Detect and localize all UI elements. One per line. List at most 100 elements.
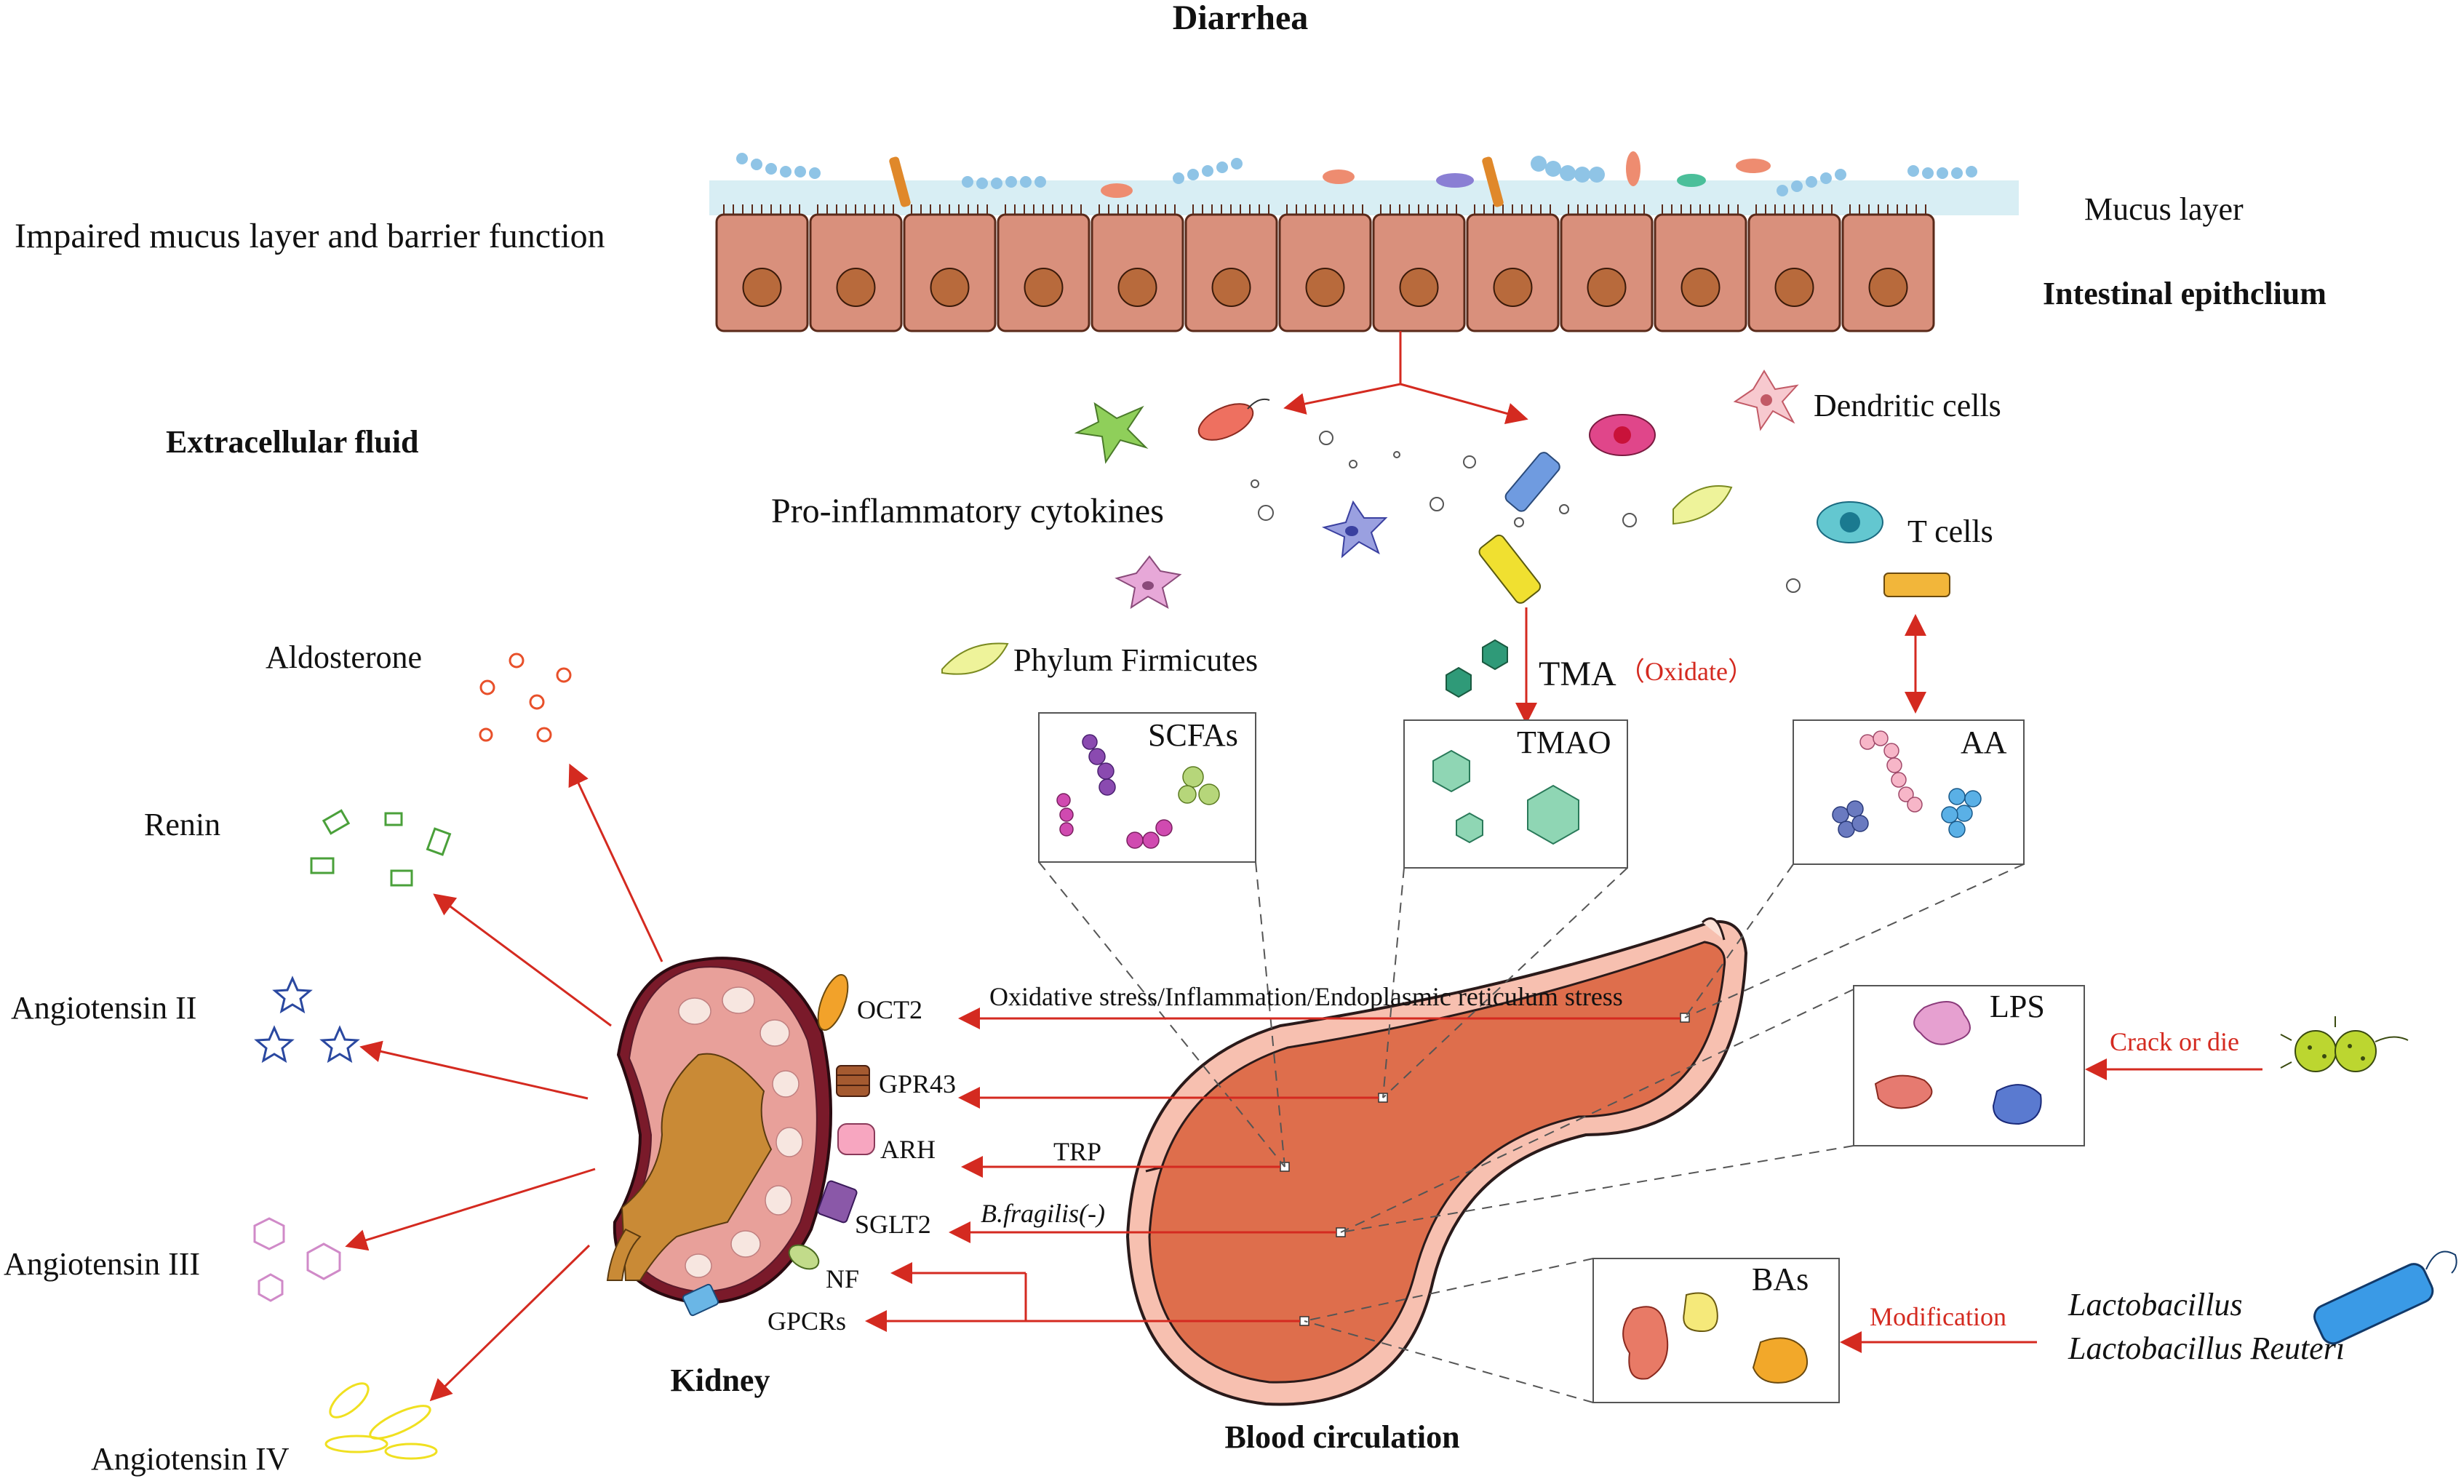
modification-label: Modification: [1870, 1302, 2006, 1331]
aa-label: AA: [1961, 725, 2007, 760]
diagram-title: Diarrhea: [1173, 0, 1309, 37]
kidney-label: Kidney: [671, 1363, 770, 1398]
extracellular-label: Extracellular fluid: [166, 424, 419, 460]
cell-nucleus: [1493, 268, 1533, 307]
bfragilis-label: B.fragilis(-): [981, 1199, 1105, 1228]
firmicutes-label: Phylum Firmicutes: [1013, 642, 1258, 678]
renin-label: Renin: [144, 807, 220, 842]
lps-label: LPS: [1990, 989, 2045, 1024]
cell-nucleus: [1305, 268, 1345, 307]
receptor-label-gpcrs: GPCRs: [767, 1307, 846, 1336]
bas-box: BAs: [1592, 1258, 1840, 1403]
scfas-box: SCFAs: [1038, 712, 1256, 863]
t-cells-label: T cells: [1907, 514, 1993, 549]
gpcrs-receptor-icon: [682, 1283, 719, 1317]
aa-box: AA: [1793, 719, 2025, 865]
aldosterone-label: Aldosterone: [266, 639, 422, 675]
lactobacillus-rod-icon: [2313, 1250, 2457, 1345]
green-bacterium-icon: [1677, 174, 1706, 187]
arh-receptor-icon: [837, 1123, 875, 1155]
cell-nucleus: [742, 268, 782, 307]
cell-nucleus: [1774, 268, 1814, 307]
firmicutes-leaf-icon: [941, 642, 1009, 675]
tma-label: TMA: [1539, 655, 1616, 693]
renin-shapes: [310, 809, 452, 887]
cell-nucleus: [836, 268, 876, 307]
trp-label: TRP: [1053, 1137, 1101, 1166]
mucus-microbes: [736, 151, 1977, 207]
angiotensin-iv-label: Angiotensin IV: [91, 1441, 290, 1477]
receptor-label-nf: NF: [826, 1264, 859, 1293]
kidney-receptors: [682, 974, 875, 1317]
dendritic-cells-label: Dendritic cells: [1814, 388, 2001, 423]
oxidate-label: （Oxidate）: [1619, 657, 1754, 686]
yellow-rod-bacterium-icon: [1478, 534, 1542, 604]
kidney: [606, 957, 832, 1304]
cell-nucleus: [1680, 268, 1721, 307]
lamina-arrows: [1283, 331, 1528, 425]
barrier-label: Impaired mucus layer and barrier functio…: [15, 217, 605, 255]
bead-chain-icon: [1173, 158, 1243, 184]
oxidative-stress-label: Oxidative stress/Inflammation/Endoplasmi…: [989, 982, 1623, 1011]
rod-bacterium-icon: [889, 156, 911, 207]
receptor-labels: OCT2 GPR43 ARH SGLT2 NF GPCRs: [767, 995, 956, 1336]
blood-circulation-label: Blood circulation: [1224, 1419, 1459, 1455]
lactobacillus-label: Lactobacillus: [2068, 1287, 2243, 1323]
lps-box: LPS: [1853, 985, 2085, 1146]
bead-chain-icon: [962, 176, 1046, 189]
angiotensin-ii-stars: [254, 976, 360, 1064]
t-cell-rod-icon: [1883, 573, 1950, 597]
receptor-label-arh: ARH: [880, 1135, 936, 1164]
oval-bacterium-icon: [1101, 183, 1133, 198]
receptor-label-oct2: OCT2: [857, 995, 922, 1024]
epithelium-label: Intestinal epithclium: [2043, 276, 2327, 311]
bead-chain-icon: [736, 153, 821, 179]
scfas-label: SCFAs: [1148, 717, 1238, 753]
cytokines-label: Pro-inflammatory cytokines: [771, 492, 1164, 530]
pathway-arrows: [865, 1008, 1680, 1332]
gpr43-receptor-icon: [836, 1065, 870, 1097]
rod-bacterium-icon: [1482, 156, 1504, 207]
green-macrophage-icon: [1074, 402, 1149, 464]
nf-receptor-icon: [788, 1244, 820, 1270]
cell-nucleus: [1117, 268, 1157, 307]
oval-bacterium-icon: [1323, 169, 1355, 184]
bead-chain-icon: [1777, 169, 1846, 196]
receptor-label-gpr43: GPR43: [879, 1069, 956, 1098]
firmicutes-leaf-icon: [1672, 485, 1733, 525]
crack-label: Crack or die: [2110, 1027, 2239, 1056]
intestine: [1125, 917, 1748, 1406]
mucus-layer-label: Mucus layer: [2084, 191, 2244, 227]
receptor-label-sglt2: SGLT2: [855, 1210, 931, 1239]
oval-bacterium-icon: [1736, 159, 1771, 173]
cell-nucleus: [930, 268, 970, 307]
sglt2-receptor-icon: [817, 1180, 858, 1224]
blue-rod-bacterium-icon: [1504, 452, 1560, 512]
cell-nucleus: [1024, 268, 1064, 307]
tma-hexagons: [1446, 639, 1508, 698]
lactobacillus-reuteri-label: Lactobacillus Reuteri: [2068, 1331, 2345, 1366]
angiotensin-iv-ellipses: [324, 1382, 438, 1460]
cell-nucleus: [1211, 268, 1251, 307]
angiotensin-iii-hexagons: [253, 1217, 341, 1302]
hormone-arrows: [345, 763, 663, 1402]
angiotensin-ii-label: Angiotensin II: [11, 990, 196, 1026]
tmao-box: TMAO: [1403, 719, 1628, 869]
zoom-dashed-lines: [1038, 861, 2025, 1403]
diplococcus-icon: [2280, 1016, 2409, 1072]
immune-cells: [941, 370, 1950, 675]
bead-chain-icon: [1907, 165, 1977, 179]
bas-label: BAs: [1752, 1261, 1809, 1297]
cell-nucleus: [1399, 268, 1439, 307]
red-bacterium-icon: [1197, 403, 1254, 441]
oval-bacterium-icon: [1626, 151, 1640, 186]
cytokine-dots: [1251, 431, 1801, 593]
cell-nucleus: [1868, 268, 1908, 307]
cell-nucleus: [1587, 268, 1627, 307]
bead-chain-icon: [1531, 156, 1605, 183]
aldosterone-dots: [479, 653, 572, 743]
angiotensin-iii-label: Angiotensin III: [4, 1246, 200, 1282]
oct2-receptor-icon: [817, 974, 849, 1031]
